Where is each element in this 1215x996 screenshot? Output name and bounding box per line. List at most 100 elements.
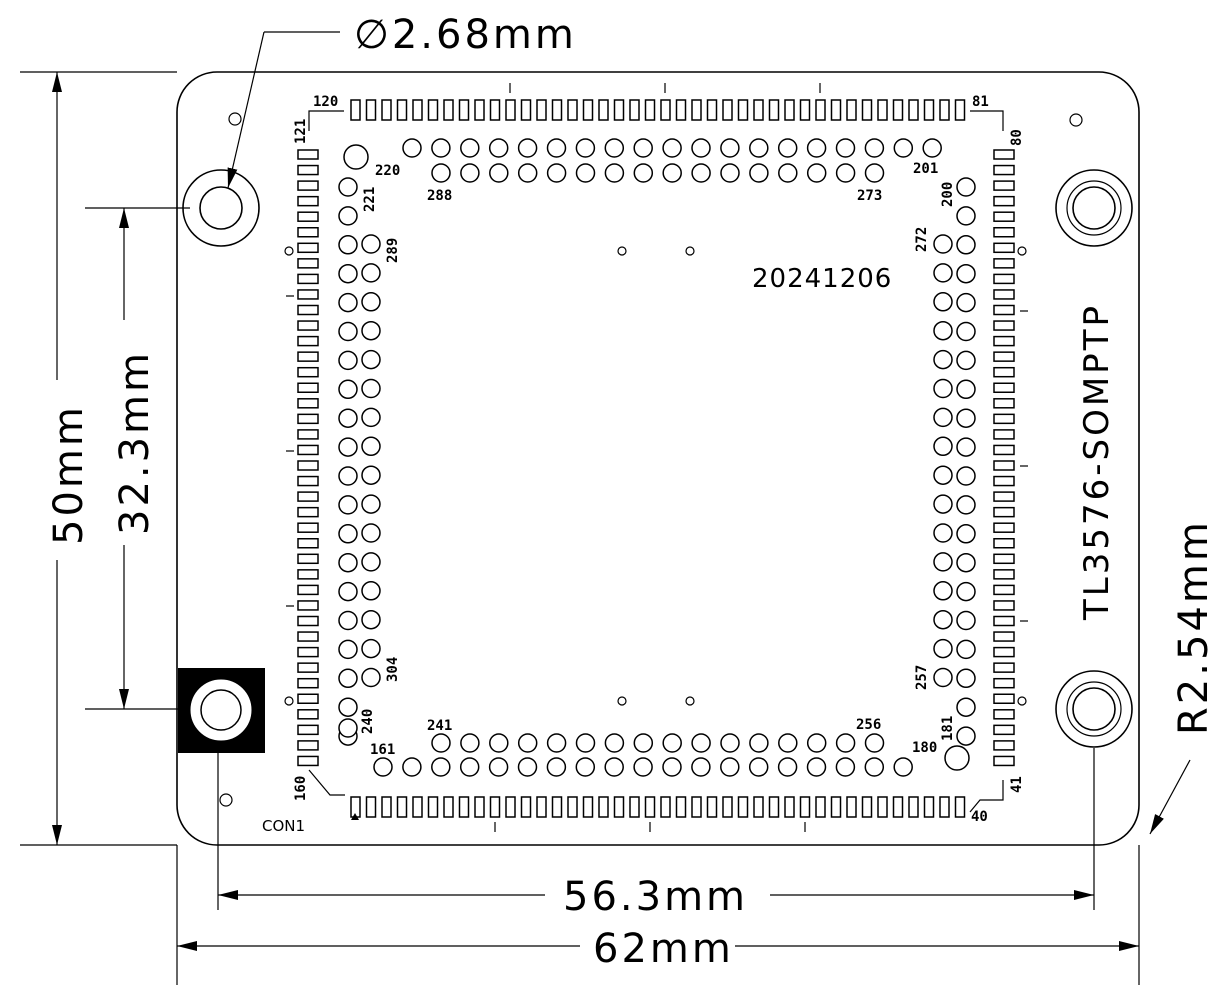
ball-pad: [749, 733, 769, 753]
edge-pad: [993, 693, 1015, 704]
edge-pad: [520, 99, 532, 121]
ball-pad: [338, 321, 358, 342]
edge-pad: [427, 796, 439, 818]
edge-pad: [613, 99, 625, 121]
edge-pad: [629, 99, 640, 121]
edge-pads-right: [993, 149, 1015, 767]
fiducial-mark: [1017, 246, 1027, 256]
edge-pad: [297, 211, 319, 222]
hole-spacing-horizontal-dimension: 56.3mm: [217, 748, 1095, 920]
model-name: TL3576-SOMPTP: [1077, 303, 1117, 621]
ball-pad: [338, 668, 358, 689]
edge-pad: [297, 351, 319, 362]
edge-pad: [993, 569, 1015, 580]
edge-pad: [877, 796, 888, 818]
mounting-hole-bottom-right: [1055, 670, 1133, 748]
edge-pad: [691, 99, 702, 121]
edge-pad: [396, 796, 408, 818]
ball-pad: [933, 494, 953, 514]
edge-pad: [365, 99, 377, 121]
edge-pad: [846, 796, 857, 818]
edge-pad: [993, 677, 1015, 689]
edge-pad: [297, 740, 319, 751]
ball-pad: [922, 138, 942, 158]
edge-pad: [297, 227, 319, 238]
edge-pad: [412, 796, 423, 818]
edge-pad: [691, 796, 702, 818]
pin-label-41: 41: [1009, 776, 1025, 793]
ball-pad: [691, 733, 711, 753]
edge-pad: [297, 180, 319, 191]
board-height-label: 50mm: [46, 404, 92, 545]
edge-pad: [993, 413, 1015, 425]
edge-pad: [297, 600, 319, 611]
edge-pad: [297, 335, 319, 347]
edge-pad: [892, 796, 904, 818]
ball-pad: [864, 757, 885, 777]
edge-pad: [297, 460, 319, 471]
edge-pad: [954, 99, 966, 121]
ball-pad: [956, 524, 976, 544]
edge-pad: [722, 99, 733, 121]
edge-pad: [993, 460, 1015, 471]
ball-pad: [517, 163, 538, 183]
edge-pad: [993, 600, 1015, 611]
ball-pad: [489, 733, 509, 753]
fiducial-mark: [685, 696, 695, 706]
ball-pad: [933, 234, 953, 254]
ball-pad: [633, 757, 653, 777]
edge-pad: [830, 99, 842, 121]
edge-pad: [993, 615, 1015, 627]
edge-pad: [297, 538, 319, 549]
edge-pad: [993, 709, 1015, 720]
edge-pad: [297, 584, 319, 596]
ball-pad: [431, 733, 451, 753]
ball-pad: [489, 163, 509, 183]
edge-pad: [954, 796, 966, 818]
pin-label-80: 80: [1009, 129, 1025, 146]
edge-pad: [297, 304, 319, 316]
pin-label-180: 180: [912, 740, 937, 756]
ball-pad: [956, 639, 976, 660]
fiducial-mark: [228, 112, 242, 126]
edge-pad: [939, 796, 950, 818]
edge-pad: [582, 796, 594, 818]
ball-pad: [361, 494, 381, 514]
pin-label-161: 161: [370, 742, 395, 758]
edge-pad: [993, 320, 1015, 331]
ball-pad: [691, 757, 711, 777]
ball-pad: [361, 292, 381, 312]
pin-label-273: 273: [857, 188, 882, 204]
edge-pad: [923, 796, 935, 818]
edge-pad: [892, 99, 904, 121]
ball-pad: [459, 757, 480, 777]
ball-pad: [720, 138, 740, 158]
edge-pad: [297, 444, 319, 456]
ball-pad: [338, 697, 358, 717]
ball-pad: [546, 757, 567, 777]
pin-label-220: 220: [375, 163, 400, 179]
edge-pad: [505, 796, 516, 818]
edge-pad: [861, 99, 873, 121]
ball-pad: [338, 581, 358, 602]
edge-pad: [815, 796, 826, 818]
ball-pad: [402, 138, 422, 158]
ball-pad: [373, 757, 393, 777]
ball-pad: [956, 263, 976, 284]
ball-pad: [361, 523, 381, 543]
ball-pad: [338, 718, 358, 738]
ball-pad: [546, 138, 567, 158]
ball-pad: [338, 235, 358, 255]
edge-pad: [297, 724, 319, 736]
edge-pad: [297, 755, 319, 767]
ball-pad: [749, 163, 769, 183]
hole-diameter-label: ∅2.68mm: [354, 12, 577, 58]
edge-pad: [660, 99, 671, 121]
ball-pad: [338, 466, 358, 486]
ball-pad: [338, 292, 358, 313]
fiducial-mark: [685, 246, 695, 256]
ball-pad: [933, 609, 953, 630]
edge-pad: [396, 99, 408, 121]
edge-pad: [412, 99, 423, 121]
edge-pad: [993, 631, 1015, 642]
